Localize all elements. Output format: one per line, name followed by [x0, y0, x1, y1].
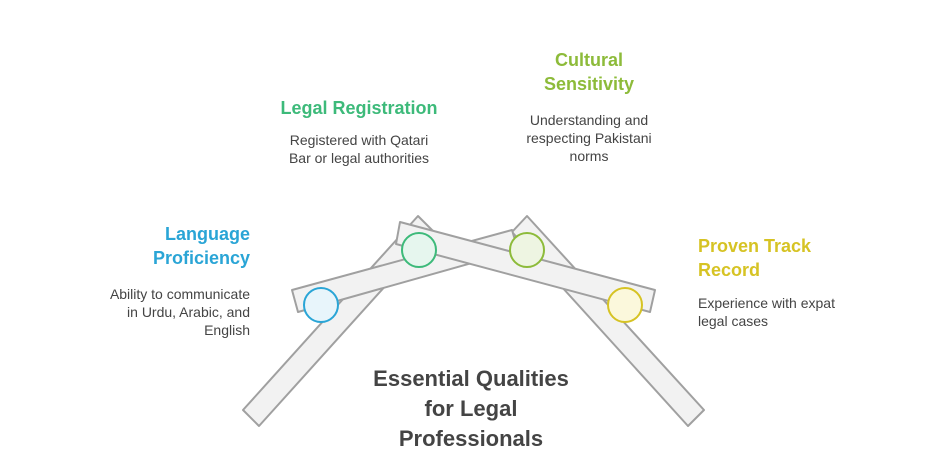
node-proven-track-record: [607, 287, 643, 323]
legal-registration-heading: Legal Registration: [280, 98, 438, 118]
node-cultural-sensitivity: [509, 232, 545, 268]
diagram-title: Essential Qualities for Legal Profession…: [373, 366, 569, 451]
node-language-proficiency: [303, 287, 339, 323]
language-proficiency-description: Ability to communicate in Urdu, Arabic, …: [109, 286, 250, 338]
cultural-sensitivity-heading: Cultural Sensitivity: [543, 50, 635, 94]
proven-track-record-description: Experience with expat legal cases: [698, 295, 835, 329]
proven-track-record-heading: Proven Track Record: [698, 236, 812, 280]
node-legal-registration: [401, 232, 437, 268]
cultural-sensitivity-description: Understanding and respecting Pakistani n…: [526, 112, 652, 164]
legal-registration-description: Registered with Qatari Bar or legal auth…: [288, 132, 430, 166]
language-proficiency-heading: Language Proficiency: [152, 224, 250, 268]
